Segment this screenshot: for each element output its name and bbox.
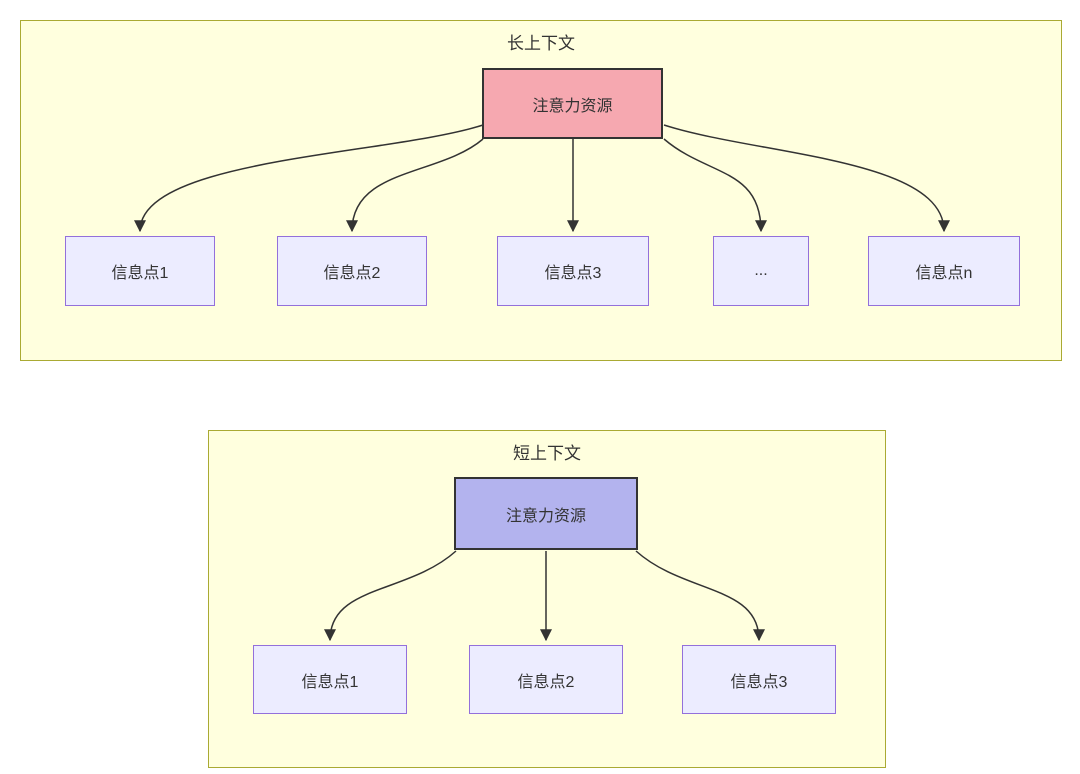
node-label: 信息点2 [323, 265, 381, 282]
node-label: 信息点1 [301, 673, 359, 691]
node-label: 信息点n [915, 265, 973, 282]
node-long-info-point-1: 信息点1 [65, 236, 215, 306]
node-label: 注意力资源 [532, 97, 613, 115]
node-label: 信息点3 [544, 265, 602, 282]
node-long-info-point-ellipsis: ... [713, 236, 809, 306]
node-short-attention-resource: 注意力资源 [454, 477, 638, 550]
node-label: 信息点2 [517, 673, 575, 691]
node-label: 信息点3 [730, 673, 788, 691]
node-label: 信息点1 [111, 265, 169, 282]
node-label: ... [754, 262, 768, 279]
node-label: 注意力资源 [505, 507, 586, 525]
cluster-short-title: 短上下文 [513, 444, 581, 463]
node-long-attention-resource: 注意力资源 [482, 68, 663, 139]
node-short-info-point-1: 信息点1 [253, 645, 407, 714]
cluster-long-title: 长上下文 [507, 34, 575, 53]
node-long-info-point-2: 信息点2 [277, 236, 427, 306]
node-long-info-point-3: 信息点3 [497, 236, 649, 306]
node-long-info-point-n: 信息点n [868, 236, 1020, 306]
node-short-info-point-3: 信息点3 [682, 645, 836, 714]
node-short-info-point-2: 信息点2 [469, 645, 623, 714]
